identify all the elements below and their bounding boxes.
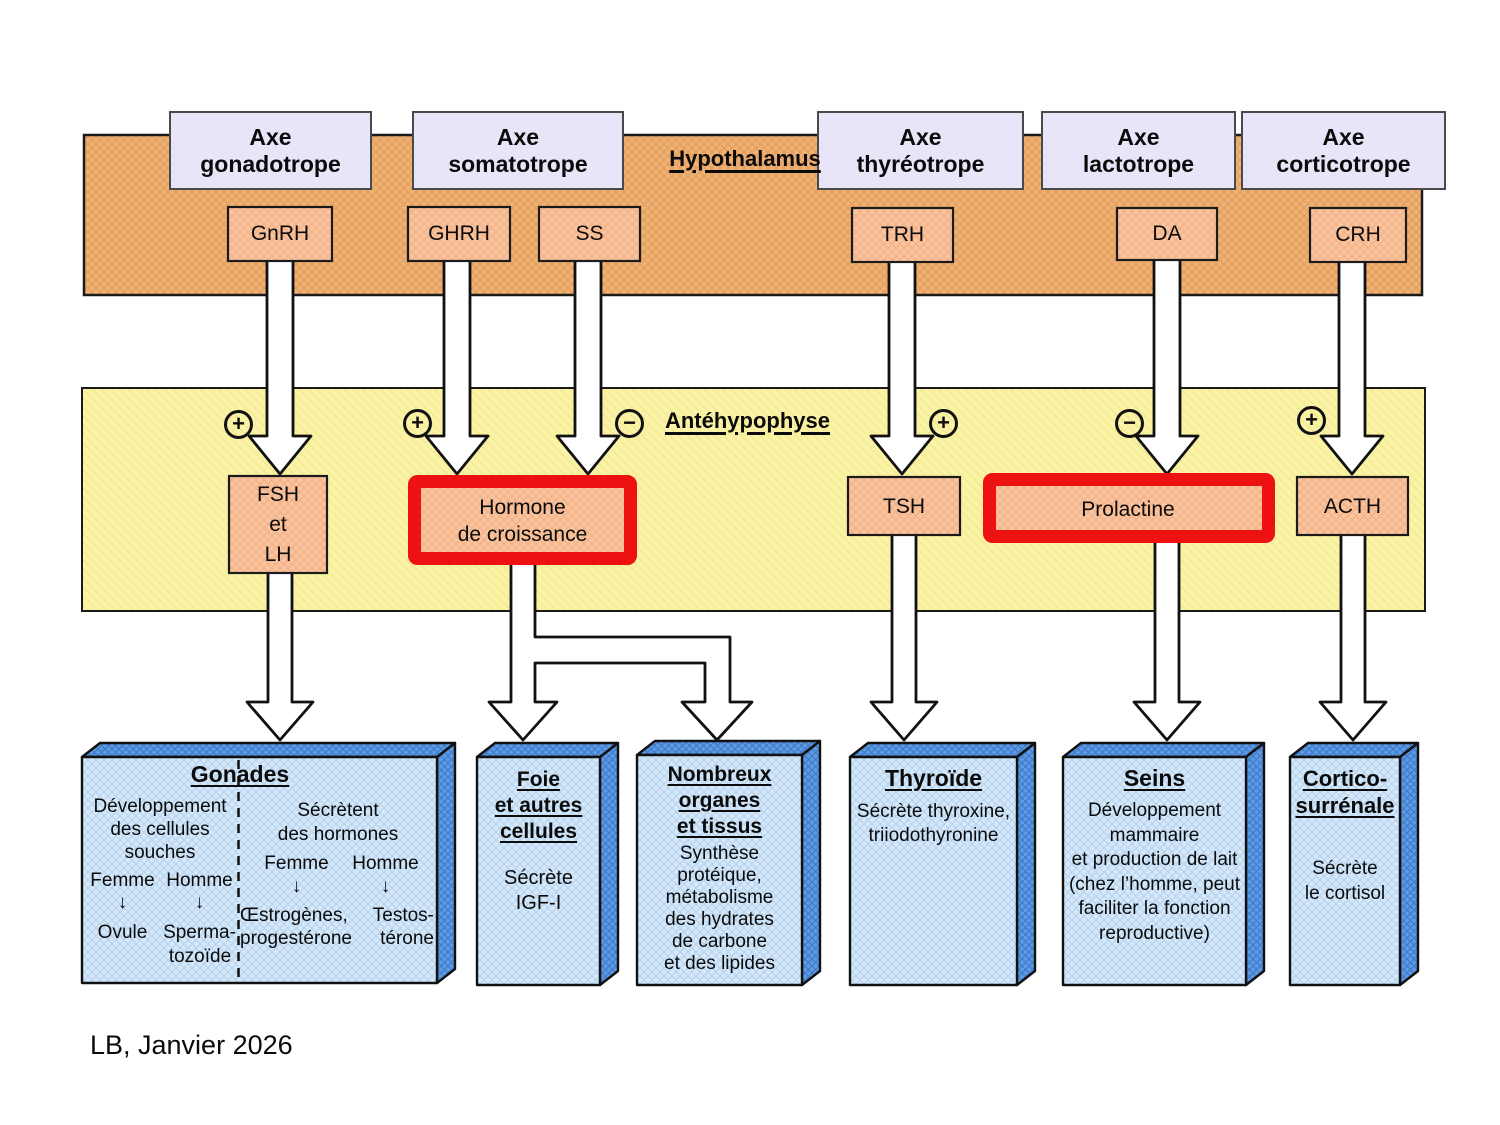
femme-label: Femme — [264, 853, 329, 874]
gonades-left-arrows: ↓ ↓ — [84, 892, 238, 914]
cortico-surrenale-title: Cortico- surrénale — [1295, 766, 1395, 818]
seins-body: Développement mammaire et production de … — [1068, 800, 1241, 944]
acth-box-label: ACTH — [1323, 494, 1382, 518]
growth-hormone-box-label: Hormone de croissance — [457, 496, 588, 546]
releasing-arrows — [247, 257, 1385, 476]
spermatozoide-label-l2: tozoïde — [168, 946, 232, 967]
gonades-right-heading: Sécrètent des hormones — [277, 800, 399, 845]
down-arrow-icon: ↓ — [194, 892, 205, 913]
effector-arrows — [245, 530, 1388, 742]
prolactine-box-label: Prolactine — [1081, 497, 1175, 521]
gonades-right-arrows: ↓ ↓ — [252, 876, 430, 898]
highlight-boxes — [408, 473, 1275, 565]
foie-body: Sécrète IGF-I — [504, 867, 573, 914]
plus-sign-trh: + — [929, 409, 958, 438]
axis-title-corticotrope: Axe corticotrope — [1276, 123, 1411, 177]
gonades-left-heading: Développement des cellules souches — [93, 796, 227, 863]
foie-title: Foie et autres cellules — [494, 768, 583, 843]
footer-credit: LB, Janvier 2026 — [90, 1030, 293, 1060]
gonades-right-hormones-line1: Œstrogènes, Testos- — [240, 905, 434, 927]
homme-label: Homme — [352, 853, 419, 874]
thyroide-body: Sécrète thyroxine, triiodothyronine — [856, 801, 1011, 846]
trh-box-label: TRH — [880, 223, 925, 246]
axis-title-lactotrope: Axe lactotrope — [1082, 123, 1195, 177]
plus-sign-crh: + — [1297, 406, 1326, 435]
releasing-hormone-boxes — [226, 205, 1408, 264]
axis-title-thyreotrope: Axe thyréotrope — [856, 123, 985, 177]
down-arrow-icon: ↓ — [117, 892, 128, 913]
progesterone-label: progestérone — [240, 928, 352, 949]
gonades-left-results: Ovule Sperma- — [84, 922, 238, 944]
plus-sign-gonadotrope: + — [224, 410, 253, 439]
femme-label: Femme — [90, 870, 155, 891]
seins-title: Seins — [1123, 765, 1186, 791]
ovule-label: Ovule — [97, 922, 148, 943]
gnrh-box-label: GnRH — [250, 222, 310, 245]
testosterone-label-l1: Testos- — [372, 905, 434, 926]
cortico-surrenale-body: Sécrète le cortisol — [1304, 858, 1386, 904]
thyroide-title: Thyroïde — [884, 765, 983, 791]
organ-boxes — [80, 739, 1420, 987]
down-arrow-icon: ↓ — [380, 876, 391, 897]
homme-label: Homme — [166, 870, 233, 891]
oestrogenes-label: Œstrogènes, — [240, 905, 348, 926]
da-box-label: DA — [1152, 222, 1182, 245]
ss-box-label: SS — [575, 222, 604, 245]
tsh-box-label: TSH — [883, 494, 925, 518]
axis-title-gonadotrope: Axe gonadotrope — [200, 123, 341, 177]
nombreux-organes-title: Nombreux organes et tissus — [667, 763, 772, 838]
antehypophyse-label: Antéhypophyse — [664, 408, 831, 433]
minus-sign-da: − — [1115, 409, 1144, 438]
testosterone-label-l2: térone — [380, 928, 434, 949]
axis-title-somatotrope: Axe somatotrope — [448, 123, 588, 177]
fsh-lh-box-label: FSH et LH — [257, 482, 299, 566]
spermatozoide-label-l1: Sperma- — [163, 922, 236, 943]
down-arrow-icon: ↓ — [291, 876, 302, 897]
gonades-right-hormones-line2: progestérone térone — [240, 928, 434, 950]
minus-sign-ss: − — [615, 409, 644, 438]
gonades-title: Gonades — [190, 761, 290, 787]
ghrh-box-label: GHRH — [428, 222, 490, 245]
axis-header-boxes — [169, 111, 1446, 190]
crh-box-label: CRH — [1335, 223, 1381, 246]
gonades-left-sexes: Femme Homme — [84, 870, 238, 892]
gonades-right-sexes: Femme Homme — [252, 853, 430, 875]
nombreux-organes-body: Synthèse protéique, métabolisme des hydr… — [664, 843, 775, 974]
pituitary-hormone-boxes — [227, 474, 1410, 575]
plus-sign-ghrh: + — [403, 409, 432, 438]
hypothalamus-label: Hypothalamus — [669, 146, 821, 171]
